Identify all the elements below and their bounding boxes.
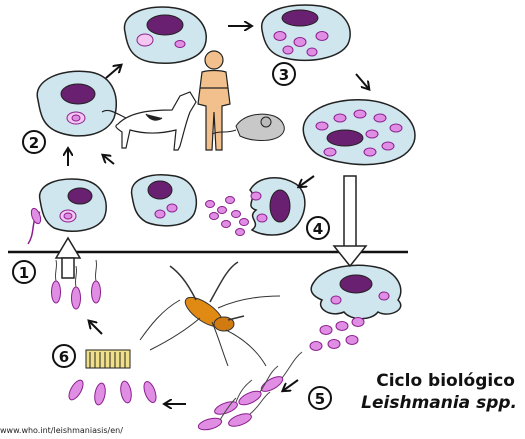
macrophage-full: [303, 100, 415, 165]
arrow-to-sandfly: [334, 176, 366, 266]
rodent-host: [212, 114, 284, 140]
step-5-marker: 5: [309, 387, 331, 409]
diagram-title-line2: Leishmania spp.: [361, 392, 517, 414]
macrophage-infected: [262, 5, 351, 60]
promastigotes-proboscis: [66, 350, 158, 406]
step-3-marker: 3: [273, 63, 295, 85]
step-6-marker: 6: [53, 345, 75, 367]
step-3-label: 3: [279, 66, 289, 84]
macrophage-rupture: [250, 178, 305, 235]
step-1-marker: 1: [13, 261, 35, 283]
promastigotes-injected: [52, 260, 101, 309]
human-host: [198, 51, 230, 150]
macrophage-entry: [28, 179, 106, 244]
macrophage-phagocytosis: [37, 71, 116, 136]
amastigotes-in-fly: [310, 318, 364, 351]
macrophage-top: [124, 7, 206, 63]
genus-name: Leishmania: [361, 393, 470, 413]
sandfly: [140, 262, 280, 366]
source-url: www.who.int/leishmaniasis/en/: [0, 426, 123, 435]
promastigotes-midgut: [197, 352, 302, 432]
step-2-label: 2: [29, 134, 39, 152]
diagram-title-line1: Ciclo biológico: [376, 370, 515, 392]
step-2-marker: 2: [23, 131, 45, 153]
macrophage-ingested: [311, 265, 401, 318]
macrophage-middle: [132, 175, 197, 226]
species-suffix: spp.: [470, 393, 517, 413]
step-5-label: 5: [315, 390, 325, 408]
step-4-marker: 4: [307, 217, 329, 239]
released-amastigotes: [206, 197, 249, 236]
step-1-label: 1: [19, 264, 29, 282]
step-4-label: 4: [313, 220, 323, 238]
step-6-label: 6: [59, 348, 69, 366]
